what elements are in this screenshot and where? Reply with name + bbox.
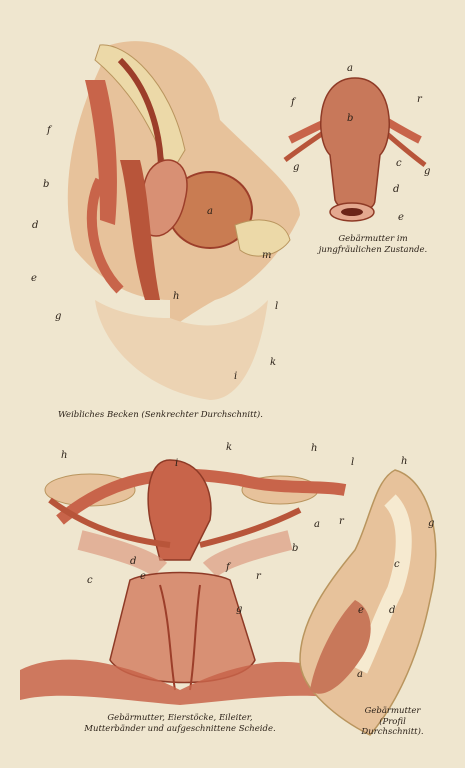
caption-profile: Gebärmutter (Profil Durchschnitt). xyxy=(345,706,440,738)
profile-label-g: g xyxy=(428,518,435,529)
profile-label-a: a xyxy=(357,669,363,680)
virgin-uterus-label-b: b xyxy=(347,113,354,124)
virgin-uterus-label-e: e xyxy=(398,212,404,223)
virgin-uterus-label-r: r xyxy=(417,94,422,105)
organs-label-h-right: h xyxy=(311,443,318,454)
organs-label-i: i xyxy=(175,458,179,469)
caption-virgin-uterus: Gebärmutter im jungfräulichen Zustande. xyxy=(303,234,443,255)
pelvis-label-k: k xyxy=(270,357,277,368)
pelvis-label-i: i xyxy=(234,371,238,382)
pelvis-label-b: b xyxy=(43,179,50,190)
pelvis-label-f: f xyxy=(47,125,51,136)
virgin-uterus-figure xyxy=(283,77,427,222)
organs-label-f: f xyxy=(226,562,230,573)
profile-label-d: d xyxy=(389,605,396,616)
caption-profile-line1: Gebärmutter xyxy=(364,706,421,716)
organs-label-l: l xyxy=(351,457,355,468)
caption-virgin-uterus-line1: Gebärmutter im xyxy=(338,234,408,244)
pelvis-label-m: m xyxy=(262,250,272,261)
organs-label-h-left: h xyxy=(61,450,68,461)
pelvis-label-g: g xyxy=(55,311,62,322)
pelvis-label-h: h xyxy=(173,291,180,302)
organs-label-a-right: a xyxy=(314,519,320,530)
caption-profile-line2: (Profil xyxy=(379,716,406,727)
caption-virgin-uterus-line2: jungfräulichen Zustande. xyxy=(318,244,428,255)
virgin-uterus-label-g-left: g xyxy=(293,162,300,173)
virgin-uterus-label-a: a xyxy=(347,63,353,74)
pelvis-label-l: l xyxy=(275,301,279,312)
virgin-uterus-label-d: d xyxy=(393,184,400,195)
caption-organs: Gebärmutter, Eierstöcke, Eileiter, Mutte… xyxy=(55,713,305,734)
caption-organs-line2: Mutterbänder und aufgeschnittene Scheide… xyxy=(84,723,276,734)
organs-label-e: e xyxy=(140,571,146,582)
caption-profile-line3: Durchschnitt). xyxy=(361,727,424,738)
organs-label-b-right: b xyxy=(292,543,299,554)
profile-label-c: c xyxy=(394,559,400,570)
virgin-uterus-label-f: f xyxy=(291,97,295,108)
pelvis-label-e: e xyxy=(31,273,37,284)
pelvis-label-d: d xyxy=(32,220,39,231)
uterus-profile-figure xyxy=(299,469,437,736)
uterus-ovaries-figure xyxy=(20,459,350,705)
profile-label-e: e xyxy=(358,605,364,616)
caption-pelvis: Weibliches Becken (Senkrechter Durchschn… xyxy=(58,410,263,421)
organs-label-r: r xyxy=(256,571,261,582)
profile-label-h: h xyxy=(401,456,408,467)
pelvis-section-figure xyxy=(67,41,301,400)
caption-pelvis-text: Weibliches Becken (Senkrechter Durchschn… xyxy=(58,410,263,420)
profile-label-r: r xyxy=(339,516,344,527)
organs-label-d: d xyxy=(130,556,137,567)
organs-label-k: k xyxy=(226,442,233,453)
organs-label-g: g xyxy=(236,604,243,615)
virgin-uterus-label-g-right: g xyxy=(424,166,431,177)
caption-organs-line1: Gebärmutter, Eierstöcke, Eileiter, xyxy=(107,713,253,723)
organs-label-c: c xyxy=(87,575,93,586)
pelvis-label-a: a xyxy=(207,206,213,217)
virgin-uterus-label-c: c xyxy=(396,158,402,169)
